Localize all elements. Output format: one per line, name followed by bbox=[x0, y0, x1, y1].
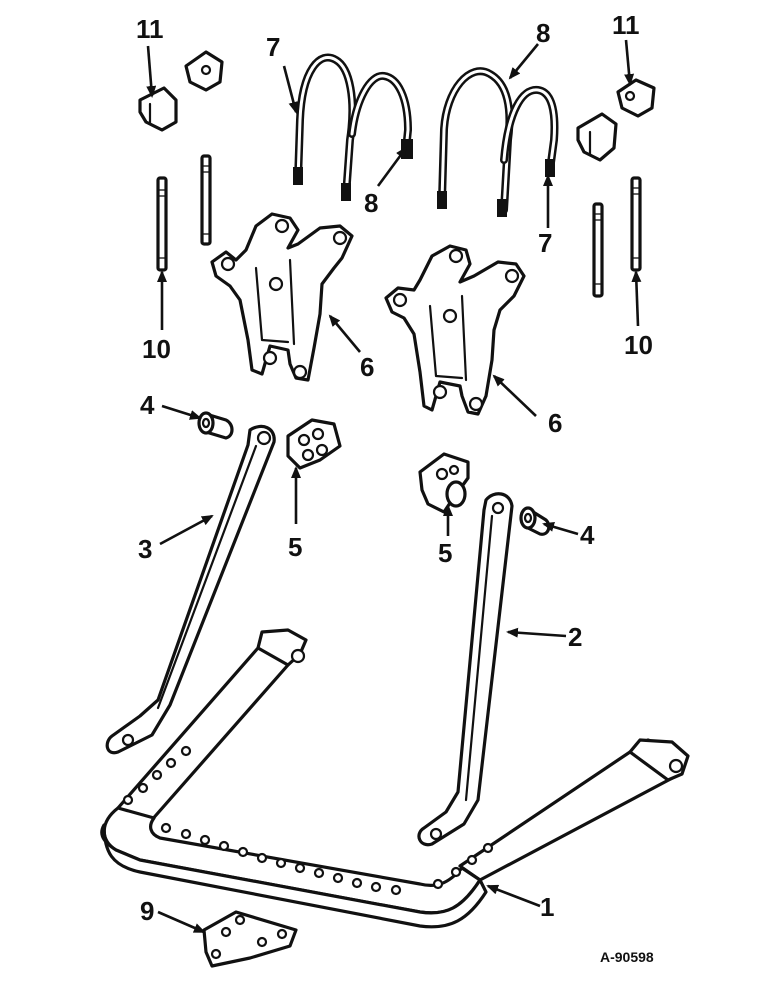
callout-4-right: 4 bbox=[580, 520, 595, 550]
u-bolt-left-rear bbox=[293, 53, 357, 201]
callout-5-right: 5 bbox=[438, 538, 452, 568]
callout-5-left: 5 bbox=[288, 532, 302, 562]
callout-6-left: 6 bbox=[360, 352, 374, 382]
callout-labels: 1 2 3 4 4 5 5 6 6 7 7 8 8 9 10 10 11 11 … bbox=[136, 10, 654, 965]
figure-code: A-90598 bbox=[600, 949, 654, 965]
callout-10-right: 10 bbox=[624, 330, 653, 360]
right-brace bbox=[417, 492, 514, 847]
callout-1: 1 bbox=[540, 892, 554, 922]
pin-left bbox=[197, 411, 234, 440]
clips-right bbox=[576, 78, 656, 162]
callout-9: 9 bbox=[140, 896, 154, 926]
bracket-right bbox=[418, 452, 470, 514]
callout-4-left: 4 bbox=[140, 390, 155, 420]
clips-left bbox=[138, 50, 224, 132]
studs-right bbox=[592, 176, 642, 298]
callout-11-right: 11 bbox=[612, 10, 640, 40]
u-bolt-left-front bbox=[348, 72, 413, 159]
left-brace bbox=[105, 424, 276, 755]
callout-6-right: 6 bbox=[548, 408, 562, 438]
hanger-right bbox=[384, 244, 526, 416]
pin-right bbox=[519, 506, 551, 536]
callout-7-left: 7 bbox=[266, 32, 280, 62]
studs-left bbox=[156, 154, 212, 272]
u-bolt-right-rear bbox=[437, 67, 514, 217]
callout-8-right: 8 bbox=[536, 18, 550, 48]
bracket-left bbox=[286, 418, 342, 470]
plate bbox=[202, 910, 298, 968]
callout-7-right: 7 bbox=[538, 228, 552, 258]
callout-8-left: 8 bbox=[364, 188, 378, 218]
callout-2: 2 bbox=[568, 622, 582, 652]
callout-3: 3 bbox=[138, 534, 152, 564]
drawbar-frame bbox=[100, 628, 690, 929]
drawbar-holes bbox=[122, 745, 494, 896]
callout-11-left: 11 bbox=[136, 14, 164, 44]
hanger-left bbox=[210, 212, 354, 382]
leader-arrows bbox=[146, 39, 642, 934]
callout-10-left: 10 bbox=[142, 334, 171, 364]
